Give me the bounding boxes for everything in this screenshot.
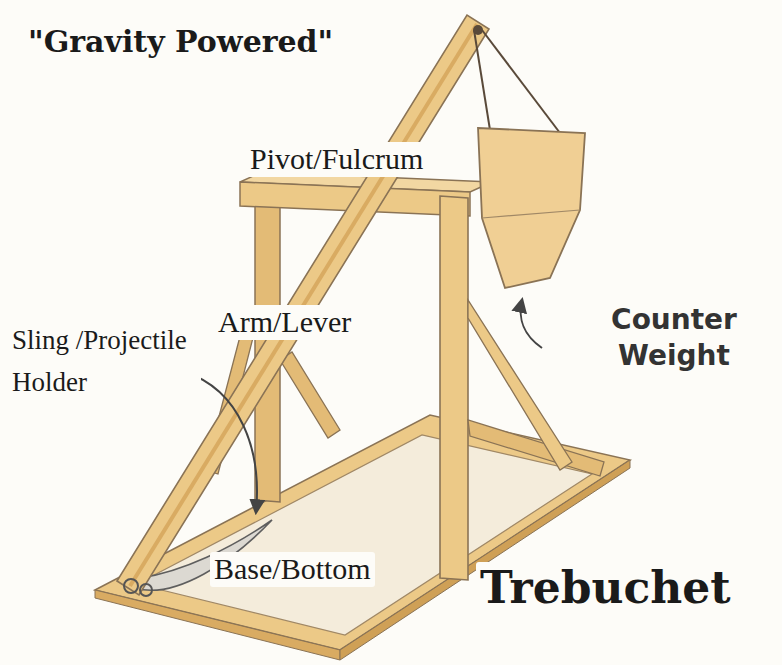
rope [474, 30, 490, 130]
part-label: Sling /Projectile Holder [8, 320, 201, 404]
front-upright [440, 196, 468, 580]
rope [482, 30, 560, 133]
subtitle: "Gravity Powered" [24, 24, 337, 60]
part-label: Base/Bottom [210, 552, 375, 587]
diagram-title: Trebuchet [476, 562, 735, 615]
counterweight-pointer [521, 300, 542, 348]
part-label: Pivot/Fulcrum [246, 142, 427, 177]
counterweight-seam [482, 210, 580, 218]
counterweight-box [478, 128, 585, 288]
part-label: Arm/Lever [214, 305, 355, 340]
part-label: Counter Weight [570, 302, 778, 375]
hook [473, 25, 483, 35]
brace [280, 352, 340, 438]
sling-ring [124, 579, 138, 593]
arm-shading [130, 24, 477, 586]
throwing-arm [117, 15, 489, 595]
base-side [95, 590, 340, 660]
base-side [340, 460, 630, 660]
sling-ring [140, 584, 152, 596]
brace [468, 300, 572, 470]
